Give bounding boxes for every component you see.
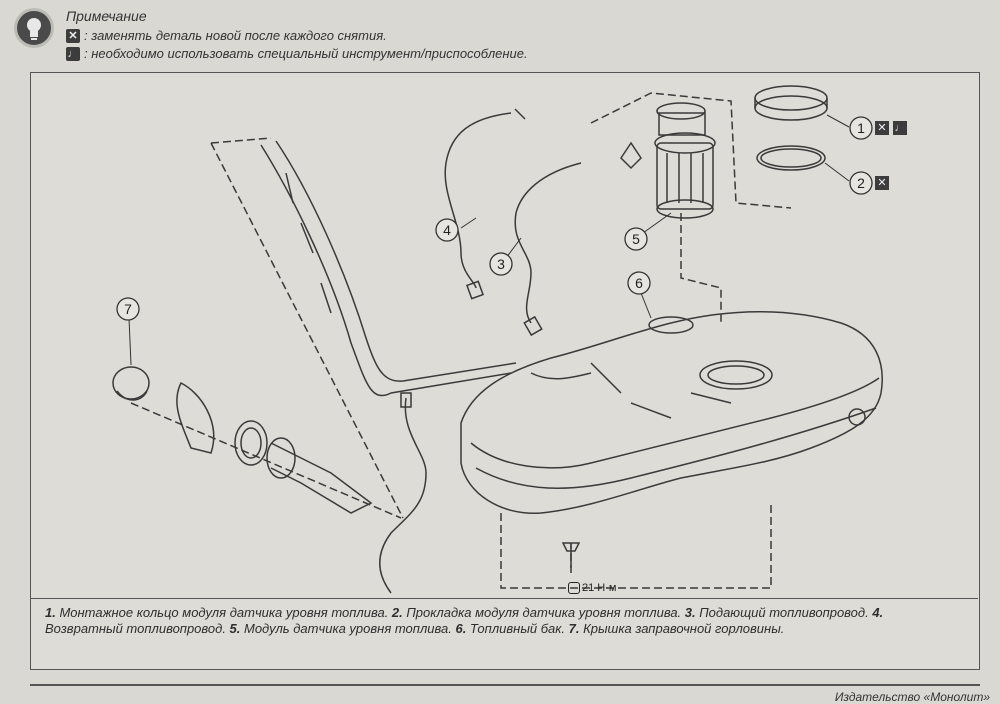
torque-value: 21 Н·м xyxy=(582,582,617,594)
note-replace-text: : заменять деталь новой после каждого сн… xyxy=(84,28,387,43)
fuel-tank-diagram: 1 2 3 4 5 6 7 ✕ ♩ ✕ 1. Монтажное кольцо … xyxy=(30,72,980,670)
note-tool-text: : необходимо использовать специальный ин… xyxy=(84,46,528,61)
special-tool-icon: ♩ xyxy=(66,46,80,61)
figure-caption: 1. Монтажное кольцо модуля датчика уровн… xyxy=(31,598,978,671)
page-divider xyxy=(30,684,980,686)
torque-icon xyxy=(568,582,580,594)
publisher-footer: Издательство «Монолит» xyxy=(834,690,990,704)
torque-spec: 21 Н·м xyxy=(568,582,616,594)
note-replace: ✕ : заменять деталь новой после каждого … xyxy=(66,28,387,43)
note-title: Примечание xyxy=(66,8,147,24)
lightbulb-icon xyxy=(14,8,54,48)
note-tool: ♩ : необходимо использовать специальный … xyxy=(66,46,528,61)
replace-part-icon: ✕ xyxy=(66,28,80,43)
